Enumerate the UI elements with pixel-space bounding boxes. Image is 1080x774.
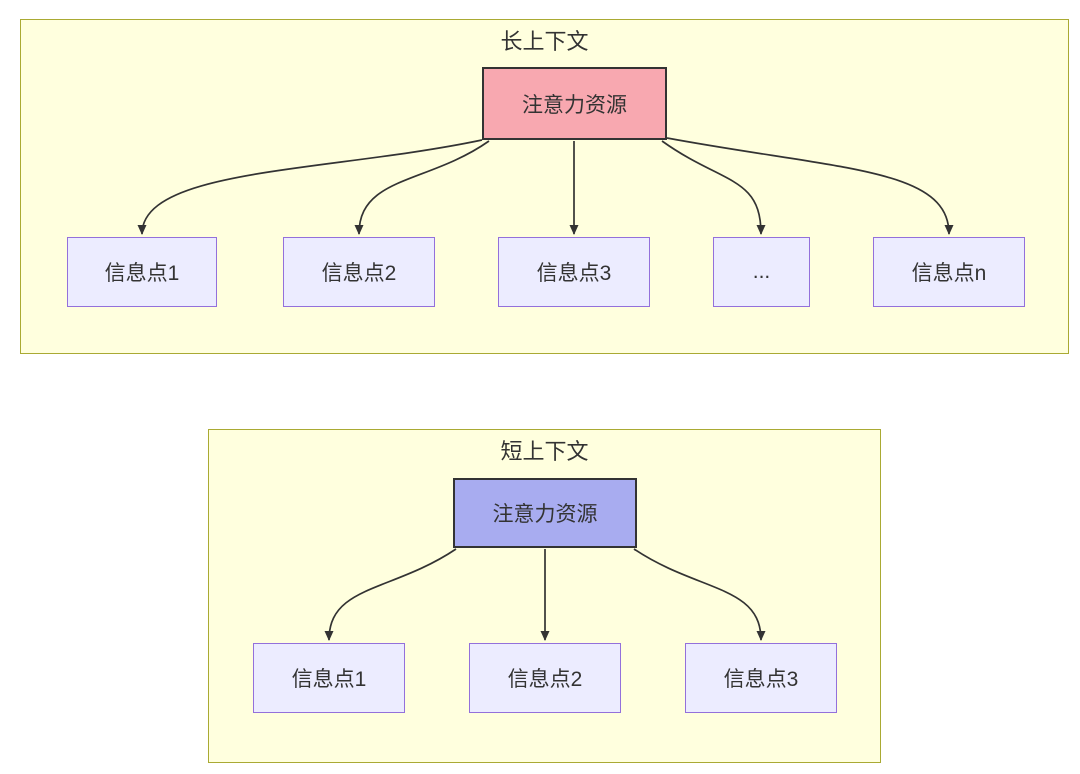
info-point-2-long: 信息点2 (283, 237, 435, 307)
info-point-3-long: 信息点3 (498, 237, 650, 307)
info-point-n-long: 信息点n (873, 237, 1025, 307)
info-point-2-short: 信息点2 (469, 643, 621, 713)
info-point-1-long: 信息点1 (67, 237, 217, 307)
panel-long-context-title: 长上下文 (500, 29, 589, 54)
panel-short-context-title: 短上下文 (500, 439, 589, 464)
info-point-ellipsis-long: ... (713, 237, 810, 307)
info-point-1-short: 信息点1 (253, 643, 405, 713)
attention-resources-node-long: 注意力资源 (482, 67, 667, 140)
info-point-3-short: 信息点3 (685, 643, 837, 713)
attention-resources-node-short: 注意力资源 (453, 478, 637, 548)
